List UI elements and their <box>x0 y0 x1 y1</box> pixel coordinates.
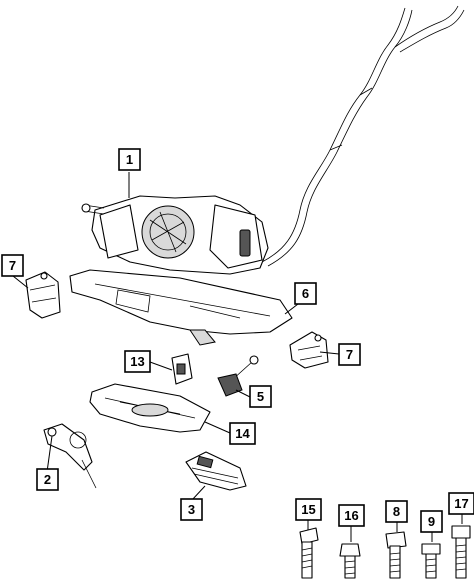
winch-cover <box>89 383 211 433</box>
mounting-bracket-left <box>25 271 61 319</box>
callout-9: 9 <box>420 510 443 533</box>
callout-label: 15 <box>301 502 315 517</box>
winch-assembly <box>81 195 269 275</box>
callout-13: 13 <box>124 350 151 373</box>
callout-7-right: 7 <box>338 343 361 366</box>
callout-17: 17 <box>448 492 474 515</box>
callout-8: 8 <box>385 500 408 523</box>
callout-1: 1 <box>118 148 141 171</box>
callout-7-left: 7 <box>1 254 24 277</box>
callout-label: 1 <box>126 152 133 167</box>
leader-lines <box>12 172 463 542</box>
callout-label: 3 <box>188 502 195 517</box>
callout-label: 8 <box>393 504 400 519</box>
callout-2: 2 <box>36 468 59 491</box>
callout-label: 2 <box>44 472 51 487</box>
callout-label: 9 <box>428 514 435 529</box>
callout-14: 14 <box>229 422 256 445</box>
winch-switch <box>171 353 193 385</box>
callout-label: 14 <box>235 426 250 441</box>
bolt-15 <box>299 527 319 579</box>
callout-label: 16 <box>344 508 358 523</box>
callout-label: 7 <box>9 258 16 273</box>
callout-6: 6 <box>294 282 317 305</box>
callout-label: 5 <box>257 389 264 404</box>
bolt-8 <box>385 531 407 579</box>
callout-label: 7 <box>346 347 353 362</box>
callout-3: 3 <box>180 498 203 521</box>
callout-label: 17 <box>454 496 468 511</box>
callout-15: 15 <box>295 498 322 521</box>
winch-control-cable <box>261 5 465 267</box>
winch-mounting-plate <box>69 269 293 346</box>
callout-label: 13 <box>130 354 144 369</box>
callout-16: 16 <box>338 504 365 527</box>
tow-strap <box>185 451 247 491</box>
bolt-17 <box>451 525 471 579</box>
callout-label: 6 <box>302 286 309 301</box>
mounting-bracket-right <box>289 331 329 369</box>
callout-5: 5 <box>249 385 272 408</box>
bolt-16 <box>339 543 361 579</box>
bolt-9 <box>421 543 441 579</box>
